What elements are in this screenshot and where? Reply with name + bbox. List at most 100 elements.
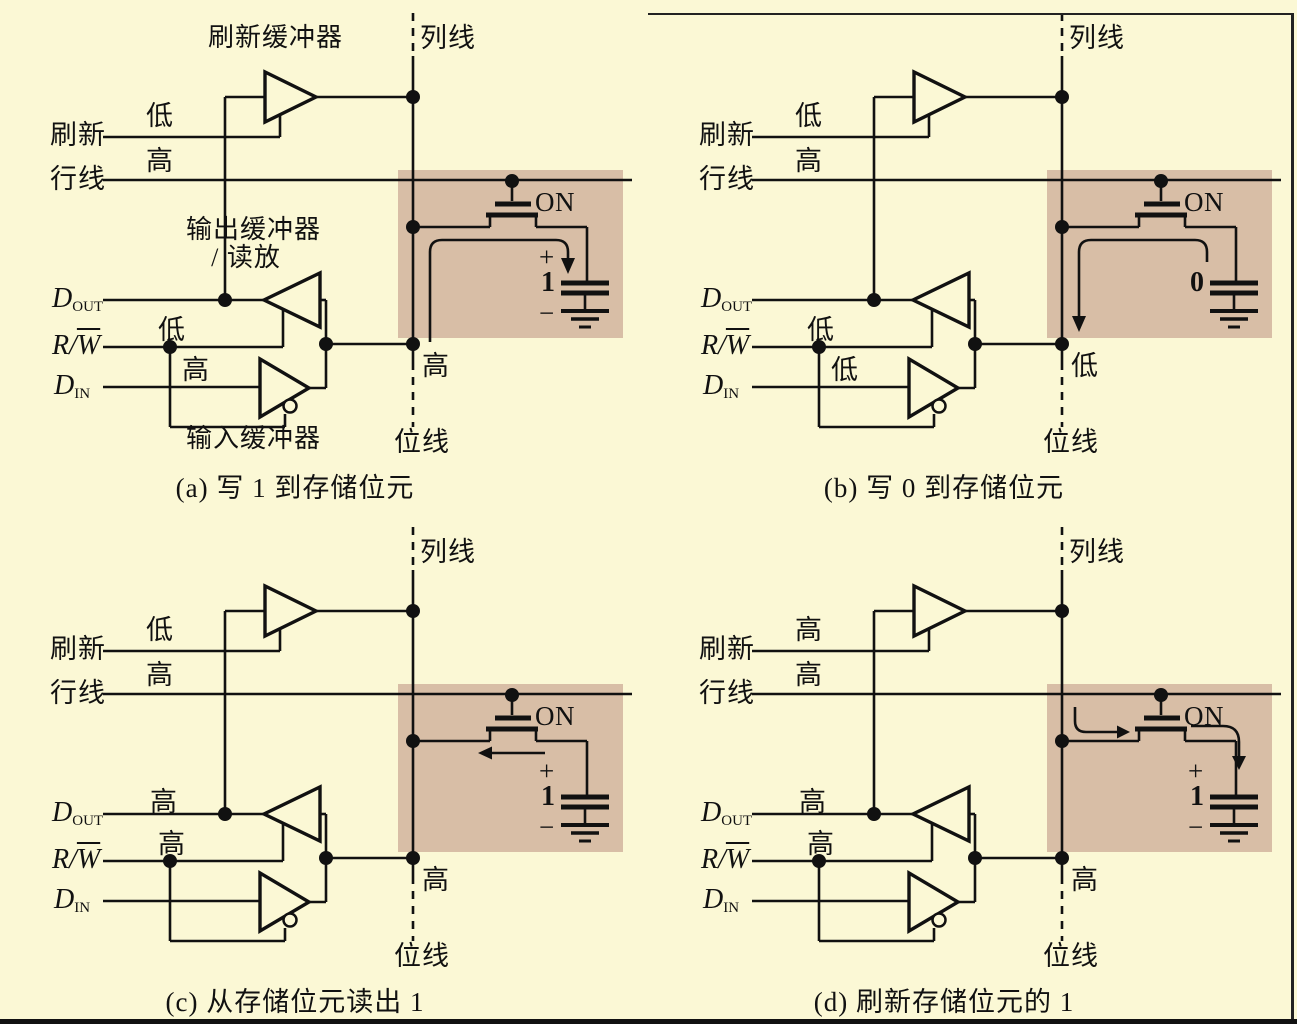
din-signal-label: DIN xyxy=(54,371,90,403)
junction-dot xyxy=(163,340,177,354)
rw-signal-label: R/W xyxy=(701,331,749,360)
column-line-label: 列线 xyxy=(420,537,476,567)
current-arrow xyxy=(1191,724,1241,758)
rw-overline-w: W xyxy=(76,330,101,361)
rw-level-label: 低 xyxy=(807,315,834,345)
current-arrow xyxy=(1077,238,1209,318)
current-arrowhead xyxy=(1232,756,1246,770)
junction-dot xyxy=(1154,688,1168,702)
bitline-level-label: 高 xyxy=(1071,865,1098,895)
refresh-level-label: 低 xyxy=(146,101,173,131)
din-level-label: 低 xyxy=(831,355,858,385)
rw-prefix: R/ xyxy=(52,330,77,361)
current-arrowhead xyxy=(1072,316,1086,332)
dout-signal-label: DOUT xyxy=(52,798,103,830)
junction-dot xyxy=(406,337,420,351)
capacitor-value-label: 1 xyxy=(541,781,555,812)
input-buffer-enable-bubble xyxy=(931,398,947,414)
refresh-signal-label: 刷新 xyxy=(699,120,755,150)
circuit-drawing-d xyxy=(752,527,1281,943)
dout-level-label: 高 xyxy=(150,787,177,817)
din-subscript: IN xyxy=(723,386,740,402)
din-letter: D xyxy=(54,370,75,401)
refresh-signal-label: 刷新 xyxy=(50,634,106,664)
junction-dot xyxy=(968,337,982,351)
row-level-label: 高 xyxy=(795,146,822,176)
row-line-label: 行线 xyxy=(699,164,755,194)
rw-overline-w: W xyxy=(725,844,750,875)
rw-overline-w: W xyxy=(76,844,101,875)
junction-dot xyxy=(406,90,420,104)
bit-line-label: 位线 xyxy=(394,427,450,457)
refresh-signal-label: 刷新 xyxy=(50,120,106,150)
junction-dot xyxy=(505,688,519,702)
junction-dot xyxy=(867,807,881,821)
current-arrow xyxy=(428,238,570,342)
refresh-buffer-triangle xyxy=(263,583,320,639)
junction-dot xyxy=(867,293,881,307)
dout-subscript: OUT xyxy=(721,813,753,829)
junction-dot xyxy=(1055,604,1069,618)
rw-level-label: 高 xyxy=(158,829,185,859)
refresh-level-label: 低 xyxy=(146,615,173,645)
refresh-buffer-label: 刷新缓冲器 xyxy=(208,23,344,52)
bitline-level-label: 低 xyxy=(1071,351,1098,381)
rw-level-label: 低 xyxy=(158,315,185,345)
current-arrowhead xyxy=(1117,725,1130,739)
row-level-label: 高 xyxy=(795,660,822,690)
junction-dot xyxy=(812,854,826,868)
dout-signal-label: DOUT xyxy=(701,798,752,830)
output-buffer-triangle xyxy=(260,270,322,330)
junction-dot xyxy=(406,220,420,234)
junction-dot xyxy=(1055,90,1069,104)
capacitor-plus-label: + xyxy=(539,756,555,786)
din-level-label: 高 xyxy=(182,355,209,385)
input-buffer-enable-bubble xyxy=(282,912,298,928)
din-signal-label: DIN xyxy=(703,371,739,403)
column-line-label: 列线 xyxy=(420,23,476,53)
din-signal-label: DIN xyxy=(54,885,90,917)
row-level-label: 高 xyxy=(146,146,173,176)
dout-signal-label: DOUT xyxy=(52,284,103,316)
din-letter: D xyxy=(703,370,724,401)
bit-line-label: 位线 xyxy=(394,941,450,971)
current-arrowhead xyxy=(561,258,575,274)
output-buffer-label-line2: / 读放 xyxy=(211,243,281,272)
row-line-label: 行线 xyxy=(50,678,106,708)
junction-dot xyxy=(1154,174,1168,188)
panel-caption: (c) 从存储位元读出 1 xyxy=(165,987,425,1017)
din-subscript: IN xyxy=(723,900,740,916)
junction-dot xyxy=(406,734,420,748)
din-subscript: IN xyxy=(74,386,91,402)
circuit-drawing-c xyxy=(103,527,632,943)
bitline-level-label: 高 xyxy=(422,351,449,381)
junction-dot xyxy=(218,293,232,307)
row-line-label: 行线 xyxy=(699,678,755,708)
input-buffer-label: 输入缓冲器 xyxy=(186,424,322,453)
panel-caption: (a) 写 1 到存储位元 xyxy=(175,473,415,503)
refresh-buffer-triangle xyxy=(912,583,969,639)
transistor-state-label: ON xyxy=(1184,701,1224,731)
junction-dot xyxy=(812,340,826,354)
junction-dot xyxy=(406,604,420,618)
transistor-state-label: ON xyxy=(1184,187,1224,217)
refresh-level-label: 高 xyxy=(795,615,822,645)
capacitor-minus-label: − xyxy=(539,812,555,842)
din-letter: D xyxy=(703,884,724,915)
dout-level-label: 高 xyxy=(799,787,826,817)
circuit-drawing-b xyxy=(752,13,1281,429)
output-buffer-triangle xyxy=(260,784,322,844)
junction-dot xyxy=(968,851,982,865)
capacitor-value-label: 0 xyxy=(1190,267,1204,298)
input-buffer-enable-bubble xyxy=(282,398,298,414)
din-subscript: IN xyxy=(74,900,91,916)
rw-level-label: 高 xyxy=(807,829,834,859)
capacitor-plus-label: + xyxy=(539,242,555,272)
row-level-label: 高 xyxy=(146,660,173,690)
junction-dot xyxy=(163,854,177,868)
dout-letter: D xyxy=(52,797,73,828)
figure-frame-right xyxy=(1291,13,1294,1019)
